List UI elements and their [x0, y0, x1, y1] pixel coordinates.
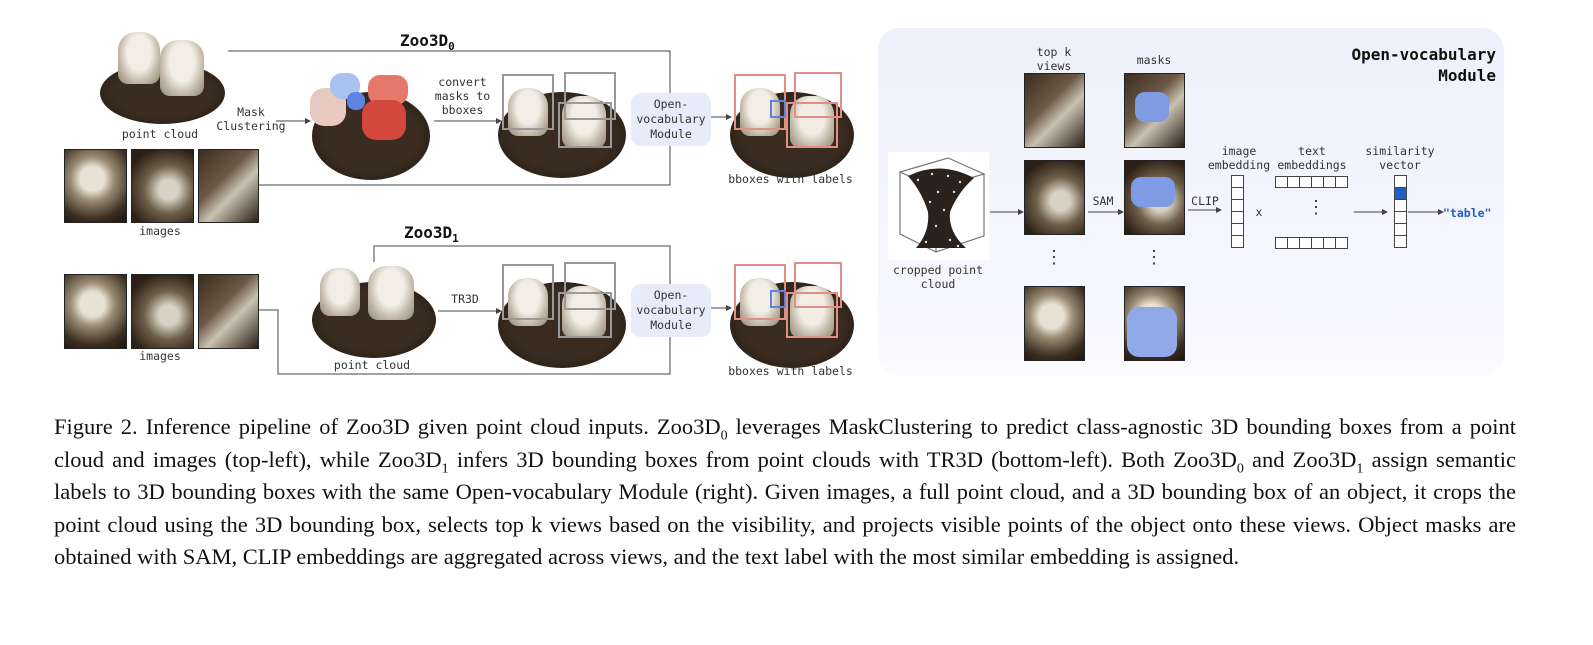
caption-text: leverages MaskClustering to predict clas…: [54, 414, 1516, 472]
ov-panel-arrows: [990, 207, 1444, 215]
caption-subscript: 1: [1356, 461, 1364, 476]
mask-blob: [347, 92, 365, 110]
red-bbox: [794, 262, 842, 308]
masks-label: masks: [1136, 53, 1172, 67]
chair-shape: [790, 286, 834, 338]
zoo3d0-title: Zoo3D0: [400, 31, 455, 54]
top-view-image: [1024, 286, 1085, 361]
vdots: ⋮: [1145, 247, 1163, 268]
view-image: [198, 149, 259, 223]
gray-bbox: [558, 292, 612, 338]
blue-bbox: [770, 290, 786, 308]
caption-text: assign semantic labels to 3D bounding bo…: [54, 446, 1516, 570]
point-cloud-label: point cloud: [121, 127, 199, 141]
images-label: images: [139, 224, 181, 238]
view-image: [64, 274, 127, 349]
caption-subscript: 1: [441, 461, 449, 476]
top-view-image: [1024, 73, 1085, 148]
view-image: [198, 274, 259, 349]
top-view-image: [1024, 160, 1085, 235]
view-image: [131, 274, 194, 349]
gray-bbox: [564, 72, 616, 120]
chair-shape: [118, 32, 160, 84]
mask-overlay: [1135, 92, 1169, 122]
zoo3d1-title: Zoo3D1: [404, 223, 459, 246]
vdots: ⋮: [1045, 247, 1063, 268]
similarity-vector: [1394, 175, 1407, 248]
point-cloud-label: point cloud: [333, 358, 411, 372]
mask-overlay: [1131, 177, 1175, 207]
red-bbox: [786, 292, 838, 338]
mask-overlay: [1127, 307, 1177, 357]
chair-shape: [160, 40, 204, 96]
times-sign: x: [1255, 205, 1263, 219]
sam-label: SAM: [1092, 194, 1114, 208]
chair-shape: [368, 266, 414, 320]
caption-subscript: 0: [1236, 461, 1244, 476]
gray-bbox: [502, 264, 554, 320]
text-embedding-row: [1275, 176, 1348, 188]
gray-bbox: [558, 102, 612, 148]
caption-subscript: 0: [720, 428, 728, 444]
red-bbox: [786, 102, 838, 148]
mask-blob: [362, 100, 406, 140]
tr3d-label: TR3D: [451, 292, 479, 306]
mask-image: [1124, 160, 1185, 235]
mask-image: [1124, 286, 1185, 361]
caption-text: Inference pipeline of Zoo3D given point …: [137, 414, 721, 439]
bboxes-with-labels-label: bboxes with labels: [728, 172, 853, 186]
mask-image: [1124, 73, 1185, 148]
cropped-cloud-graphic: [898, 157, 986, 253]
chair-shape: [320, 268, 360, 316]
caption-text: infers 3D bounding boxes from point clou…: [448, 446, 1237, 472]
text-embedding-row: [1275, 237, 1348, 249]
clip-label: CLIP: [1191, 194, 1219, 208]
chair-shape: [562, 96, 606, 148]
gray-bbox: [502, 74, 554, 130]
bboxes-with-labels-label: bboxes with labels: [728, 364, 853, 378]
chair-shape: [562, 286, 606, 338]
blue-bbox: [770, 100, 786, 118]
result-label: "table": [1443, 206, 1492, 220]
vdots: ⋮: [1307, 197, 1325, 218]
figure-caption: Figure 2. Inference pipeline of Zoo3D gi…: [54, 411, 1516, 574]
gray-bbox: [564, 262, 616, 310]
red-bbox: [794, 72, 842, 118]
caption-text: and Zoo3D: [1243, 446, 1357, 472]
cropped-point-cloud: [888, 152, 989, 260]
images-label: images: [139, 349, 181, 363]
chair-shape: [790, 96, 834, 148]
view-image: [64, 149, 127, 223]
caption-fig-number: Figure 2.: [54, 414, 138, 439]
view-image: [131, 149, 194, 223]
image-embedding-vector: [1231, 175, 1244, 248]
